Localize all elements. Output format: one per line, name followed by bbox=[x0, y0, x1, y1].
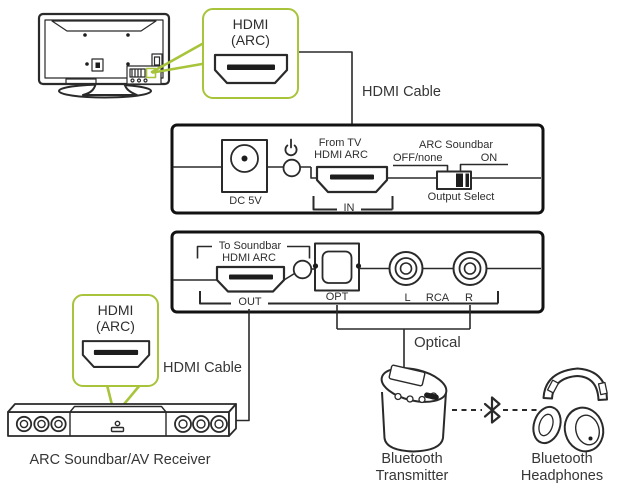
opt-label: OPT bbox=[325, 291, 349, 303]
hdmi-connector-icon bbox=[81, 340, 150, 368]
rca-jack-right bbox=[452, 251, 488, 286]
output-select-switch bbox=[436, 170, 472, 190]
headphones-label-line2: Headphones bbox=[520, 467, 604, 484]
tv-illustration bbox=[37, 12, 171, 99]
switch-caption: Output Select bbox=[427, 191, 495, 203]
switch-title: ARC Soundbar bbox=[419, 139, 493, 151]
extractor-front-panel bbox=[170, 123, 545, 215]
callout-label: (ARC) bbox=[96, 317, 135, 334]
out-led-indicator bbox=[292, 259, 313, 280]
to-soundbar-bracket bbox=[196, 245, 311, 259]
transmitter-label-line1: Bluetooth bbox=[381, 451, 443, 467]
callout-label: HDMI bbox=[97, 302, 134, 318]
hdmi-cable-bottom-label: HDMI Cable bbox=[163, 360, 242, 376]
hdmi-in-port bbox=[315, 165, 389, 194]
soundbar-label: ARC Soundbar/AV Receiver bbox=[29, 452, 211, 468]
in-bracket bbox=[312, 196, 394, 211]
bluetooth-headphones-illustration bbox=[532, 367, 608, 453]
out-bracket-label: OUT bbox=[238, 296, 262, 308]
rca-l-label: L bbox=[404, 292, 411, 304]
bluetooth-link bbox=[452, 396, 539, 424]
in-port-title-line1: From TV bbox=[318, 137, 362, 149]
hdmi-out-port bbox=[215, 265, 286, 293]
bluetooth-transmitter-illustration bbox=[380, 364, 448, 453]
headphones-label-line1: Bluetooth bbox=[531, 451, 593, 467]
in-bracket-label: IN bbox=[343, 202, 355, 214]
tv-hdmi-arc-callout: HDMI (ARC) bbox=[202, 8, 299, 99]
transmitter-label-line2: Transmitter bbox=[375, 467, 449, 484]
out-port-title-line2: HDMI ARC bbox=[222, 252, 276, 264]
callout-label: (ARC) bbox=[231, 31, 270, 48]
hdmi-cable-bottom-line bbox=[234, 309, 250, 422]
callout-label: HDMI bbox=[232, 16, 269, 32]
optical-port-icon bbox=[312, 242, 362, 292]
switch-off-bracket bbox=[393, 164, 449, 172]
optical-cable-line bbox=[336, 305, 471, 368]
hdmi-cable-top-line bbox=[298, 51, 353, 137]
bluetooth-icon bbox=[483, 396, 501, 424]
soundbar-illustration bbox=[7, 403, 237, 437]
rca-label: RCA bbox=[425, 292, 450, 304]
hdmi-connector-icon bbox=[213, 53, 288, 85]
tv-callout-tail bbox=[150, 42, 204, 74]
optical-cable-label: Optical bbox=[414, 334, 461, 351]
dc-jack-icon bbox=[221, 139, 268, 193]
extractor-rear-panel bbox=[170, 230, 545, 314]
rca-r-label: R bbox=[465, 292, 473, 304]
switch-on-bracket bbox=[459, 163, 508, 172]
power-led-indicator bbox=[282, 158, 302, 178]
power-icon bbox=[284, 138, 298, 157]
rca-jack-left bbox=[388, 251, 424, 286]
out-port-title-line1: To Soundbar bbox=[218, 240, 282, 252]
soundbar-hdmi-arc-callout: HDMI (ARC) bbox=[72, 294, 159, 387]
in-port-title-line2: HDMI ARC bbox=[314, 149, 368, 161]
switch-on-label: ON bbox=[480, 151, 498, 164]
hdmi-cable-top-label: HDMI Cable bbox=[362, 84, 441, 100]
dc-label: DC 5V bbox=[229, 195, 262, 207]
out-bracket bbox=[199, 291, 499, 305]
switch-off-label: OFF/none bbox=[393, 151, 443, 164]
